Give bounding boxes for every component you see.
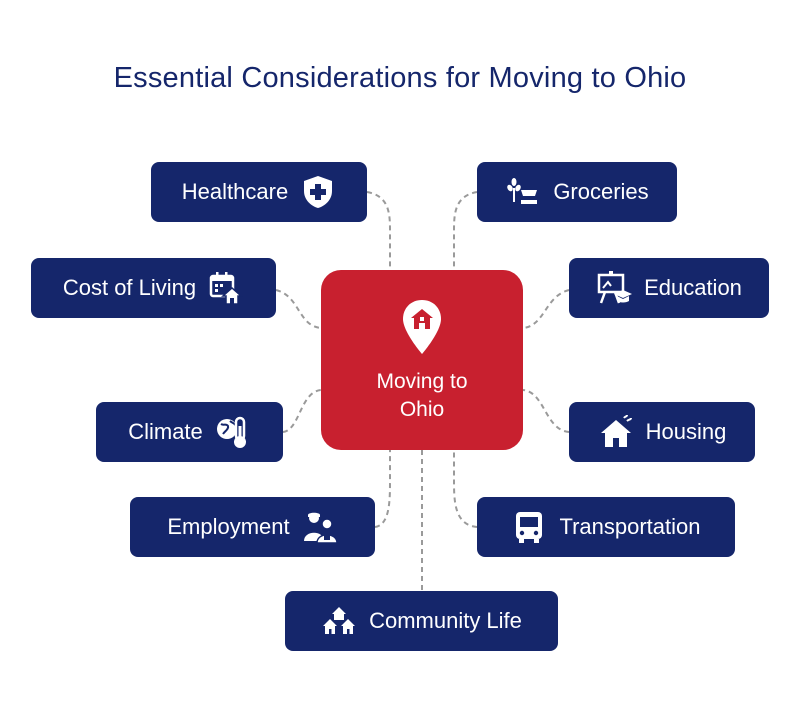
bus-icon (516, 512, 543, 543)
node-label: Cost of Living (62, 275, 197, 300)
node-community-life: Community Life (285, 591, 558, 651)
house-pin-icon (403, 300, 441, 354)
shield-cross-icon (304, 176, 333, 208)
node-transportation: Transportation (477, 497, 735, 557)
node-label: Education (644, 275, 742, 300)
node-healthcare: Healthcare (151, 162, 367, 222)
workers-icon (303, 512, 338, 544)
connector-education (522, 289, 570, 329)
node-housing: Housing (569, 402, 755, 462)
node-climate: Climate (96, 402, 283, 462)
globe-thermometer-icon (216, 416, 246, 448)
connector-employment (374, 450, 391, 528)
node-education: Education (569, 258, 769, 318)
node-label: Healthcare (181, 179, 289, 204)
connector-cost-of-living (275, 289, 322, 329)
whiteboard-cap-icon (597, 271, 633, 304)
node-label: Housing (645, 419, 727, 444)
node-label: Community Life (369, 608, 522, 633)
connector-transportation (453, 450, 478, 528)
node-label: Groceries (553, 179, 649, 204)
connector-housing (522, 389, 570, 433)
node-label: Employment (167, 514, 290, 539)
calendar-house-icon (209, 272, 244, 305)
node-groceries: Groceries (477, 162, 677, 222)
connector-healthcare (366, 191, 391, 270)
page-title: Essential Considerations for Moving to O… (113, 62, 687, 94)
connector-climate (282, 389, 322, 433)
node-label: Transportation (559, 514, 701, 539)
grocery-stand-icon (507, 178, 538, 204)
node-employment: Employment (130, 497, 375, 557)
community-houses-icon (323, 607, 356, 634)
house-icon (600, 414, 632, 447)
connector-groceries (453, 191, 478, 270)
node-label: Climate (128, 419, 203, 444)
node-cost-of-living: Cost of Living (31, 258, 276, 318)
